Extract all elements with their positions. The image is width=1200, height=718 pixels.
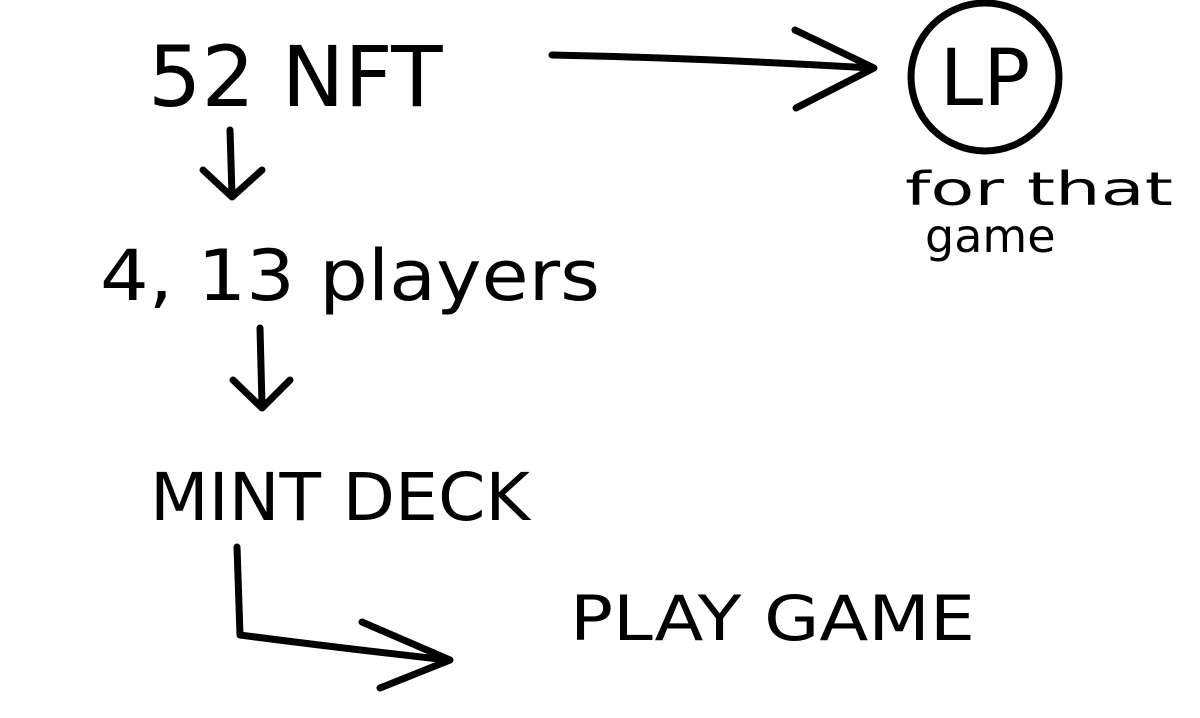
lp-note-line1: for that [905, 162, 1173, 216]
arrow-nft-to-lp [548, 26, 878, 112]
node-mint-deck: MINT DECK [150, 459, 532, 536]
node-play-game: PLAY GAME [570, 582, 975, 655]
lp-circle: LP [907, 0, 1063, 155]
arrow-nft-to-players [199, 126, 266, 201]
node-players: 4, 13 players [100, 235, 600, 317]
arrow-players-to-mint [229, 324, 294, 412]
lp-note-line2: game [925, 209, 1056, 263]
arrow-mint-to-play [233, 543, 454, 692]
node-52-nft: 52 NFT [148, 28, 443, 126]
node-lp: LP [940, 34, 1031, 124]
